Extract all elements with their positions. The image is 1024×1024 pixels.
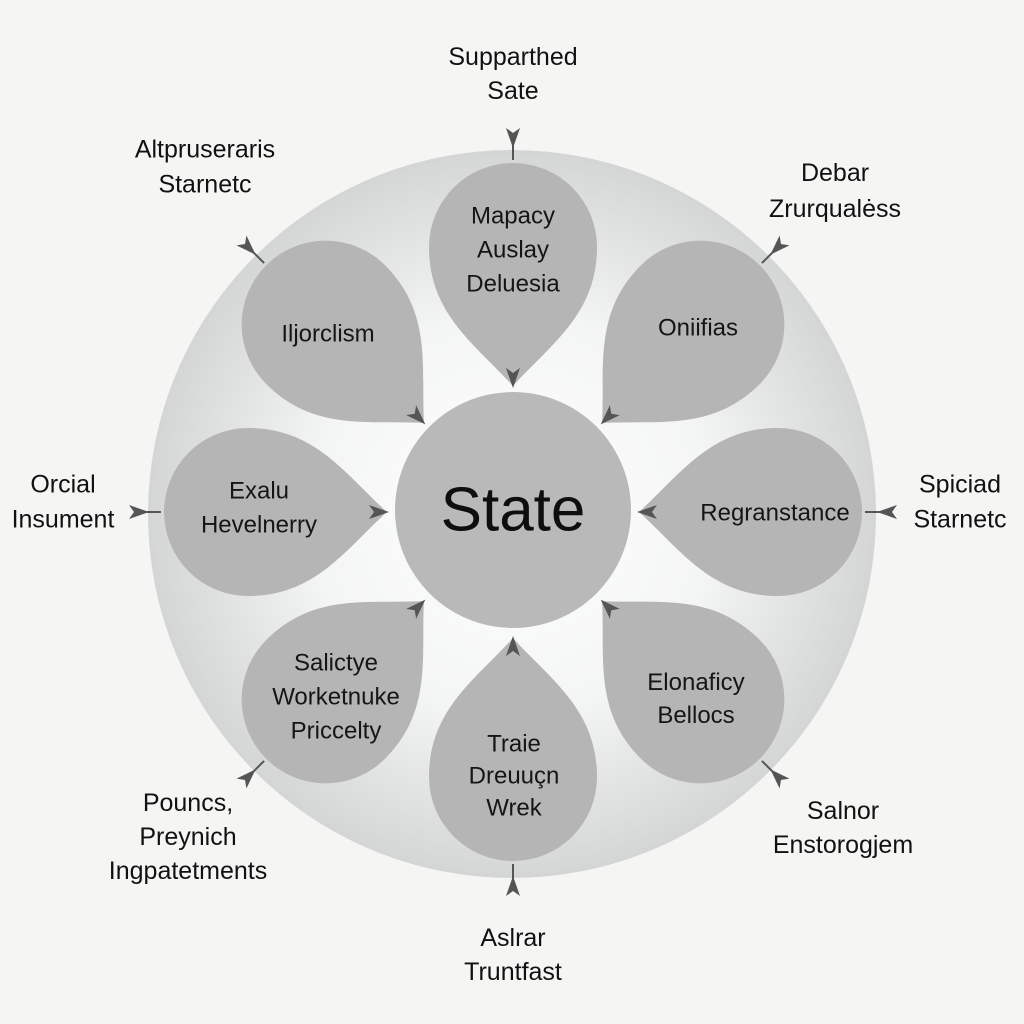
- arrow-icon: [506, 864, 520, 896]
- petal-bottom: [429, 638, 597, 861]
- outer-label-top-right: Zrurqualėss: [769, 195, 901, 223]
- petal-bottom-right: [602, 601, 785, 784]
- arrow-icon: [406, 405, 426, 425]
- outer-label-bottom: Aslrar: [480, 924, 545, 952]
- outer-label-left: Orcial: [30, 471, 95, 499]
- petal-top-right: [602, 240, 785, 423]
- arrow-icon: [506, 636, 520, 656]
- arrow-icon: [600, 599, 620, 619]
- outer-label-top: Supparthed: [448, 43, 577, 71]
- petal-top-left-label: Iljorclism: [281, 321, 374, 348]
- arrow-icon: [761, 235, 790, 264]
- arrow-icon: [637, 505, 657, 519]
- center-node: [395, 392, 631, 628]
- arrow-icon: [236, 760, 265, 789]
- arrow-icon: [406, 599, 426, 619]
- petal-top-right-label: Oniifias: [658, 315, 738, 342]
- arrow-icon: [865, 505, 897, 519]
- petal-right-label: Regranstance: [700, 500, 849, 527]
- outer-label-bottom-left: Ingpatetments: [109, 857, 267, 885]
- arrow-icon: [369, 505, 389, 519]
- outer-label-right: Starnetc: [913, 506, 1006, 534]
- outer-label-right: Spiciad: [919, 471, 1001, 499]
- petal-bottom-right-label: Elonaficy: [647, 669, 744, 696]
- outer-label-left: Insument: [12, 506, 115, 534]
- petal-top-label: Mapacy: [471, 203, 555, 230]
- petal-left-label: Exalu: [229, 478, 289, 505]
- petal-bottom-left: [241, 601, 424, 784]
- outer-label-top-left: Starnetc: [158, 171, 251, 199]
- petal-top-label: Auslay: [477, 237, 549, 264]
- petal-bottom-left-label: Salictye: [294, 650, 378, 677]
- arrow-icon: [600, 405, 620, 425]
- arrow-icon: [761, 760, 790, 789]
- petal-bottom-left-label: Worketnuke: [272, 684, 400, 711]
- petal-top-label: Deluesia: [466, 271, 560, 298]
- petal-bottom-label: Traie: [487, 731, 541, 758]
- outer-label-top-left: Altpruseraris: [135, 136, 275, 164]
- outer-label-top-right: Debar: [801, 159, 869, 187]
- arrow-icon: [236, 235, 265, 264]
- petal-bottom-right-label: Bellocs: [657, 702, 734, 729]
- petal-left-label: Hevelnerry: [201, 512, 317, 539]
- outer-label-bottom-right: Salnor: [807, 797, 879, 825]
- center-label: State: [441, 476, 586, 545]
- petal-bottom-label: Dreuuçn: [469, 763, 560, 790]
- petal-top-left: [241, 240, 424, 423]
- outer-label-bottom-left: Preynich: [139, 823, 236, 851]
- outer-label-top: Sate: [487, 77, 538, 105]
- arrow-icon: [506, 128, 520, 160]
- petal-bottom-left-label: Priccelty: [291, 718, 382, 745]
- outer-label-bottom-right: Enstorogjem: [773, 831, 913, 859]
- petal-top: [429, 163, 597, 386]
- petal-right: [639, 428, 862, 596]
- arrow-icon: [129, 505, 161, 519]
- outer-label-bottom: Truntfast: [464, 958, 562, 986]
- petal-bottom-label: Wrek: [486, 795, 543, 822]
- petal-left: [164, 428, 387, 596]
- outer-label-bottom-left: Pouncs,: [143, 789, 233, 817]
- arrow-icon: [506, 368, 520, 388]
